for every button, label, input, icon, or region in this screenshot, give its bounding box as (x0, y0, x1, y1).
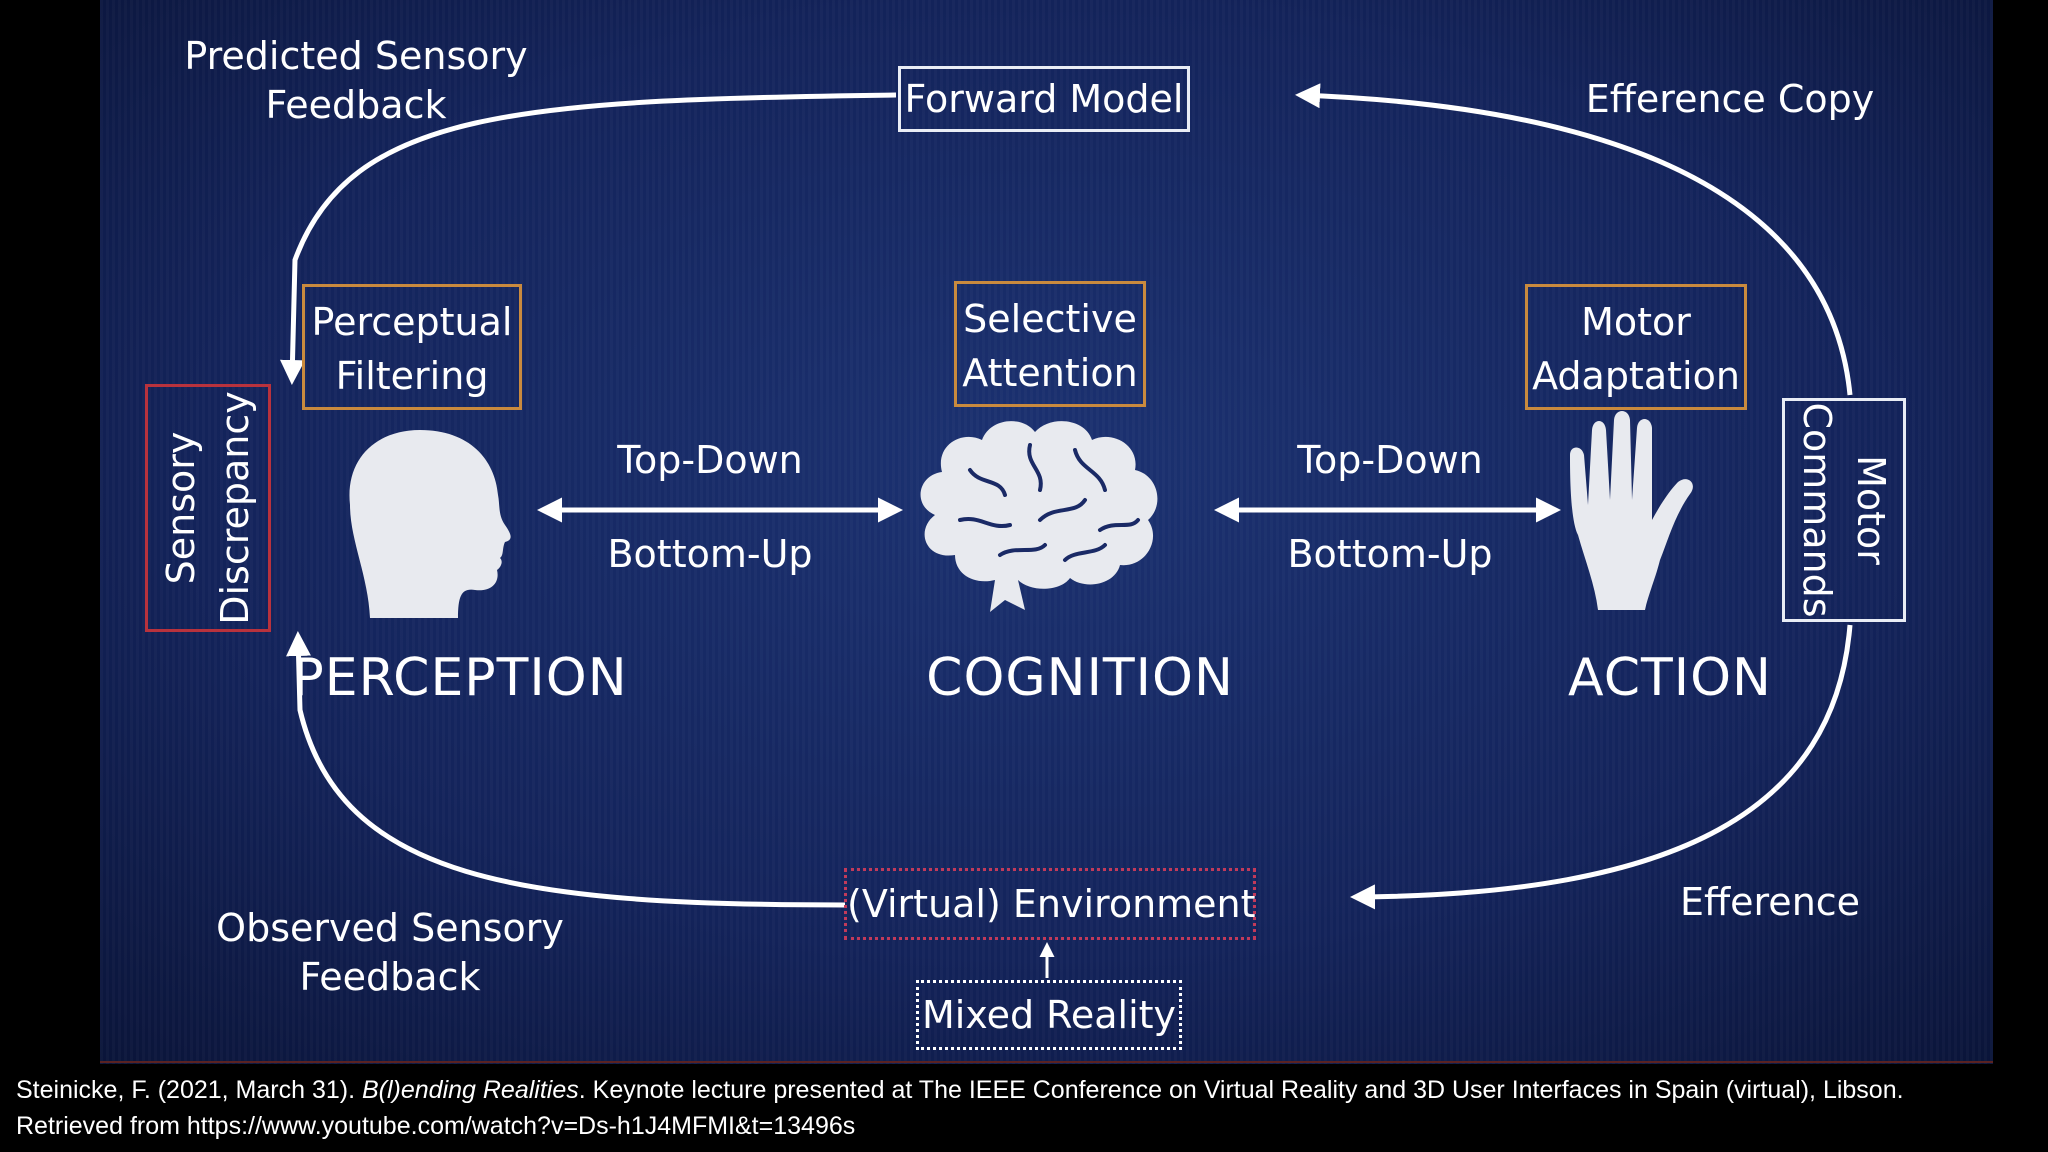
efference-copy-label: Efference Copy (1585, 77, 1875, 121)
observed-feedback-line-2: Feedback (299, 955, 481, 1000)
predicted-feedback-line-1: Predicted Sensory (184, 34, 528, 78)
perception-label: PERCEPTION (292, 648, 628, 708)
observed-feedback-arrow (286, 631, 846, 908)
action-label: ACTION (1568, 648, 1772, 708)
cognition-label: COGNITION (926, 648, 1234, 708)
brain-icon (920, 421, 1158, 612)
motor-commands-text: Motor Commands (1790, 402, 1898, 617)
citation-author-date: Steinicke, F. (2021, March 31). (16, 1076, 362, 1104)
right-top-down-label: Top-Down (1297, 438, 1483, 482)
citation-retrieved-link: Retrieved from https://www.youtube.com/w… (16, 1112, 856, 1140)
perceptual-filtering-line-2: Filtering (335, 354, 489, 398)
efference-arrow (1350, 624, 1853, 910)
slide-diagram: Predicted Sensory Feedback Forward Model… (100, 0, 1993, 1064)
virtual-environment-box: (Virtual) Environment (844, 868, 1256, 940)
citation: Steinicke, F. (2021, March 31). B(l)endi… (16, 1072, 2036, 1144)
citation-rest: . Keynote lecture presented at The IEEE … (578, 1076, 1904, 1104)
selective-attention-line-1: Selective (963, 297, 1137, 341)
head-silhouette-icon (349, 430, 511, 618)
left-top-down-label: Top-Down (617, 438, 803, 482)
efference-label: Efference (1679, 880, 1861, 924)
motor-commands-line-2: Commands (1795, 402, 1839, 618)
motor-adaptation-box: Motor Adaptation (1525, 284, 1747, 410)
diagram-graphics (100, 0, 1993, 1064)
predicted-feedback-arrow (280, 92, 897, 385)
virtual-environment-label: (Virtual) Environment (847, 882, 1256, 926)
sensory-discrepancy-line-1: Sensory (159, 431, 203, 585)
mixed-reality-label: Mixed Reality (921, 993, 1177, 1037)
sensory-discrepancy-box: Sensory Discrepancy (145, 384, 271, 632)
predicted-feedback-label: Predicted Sensory Feedback (176, 32, 536, 131)
sensory-discrepancy-line-2: Discrepancy (213, 391, 257, 625)
motor-commands-line-1: Motor (1849, 455, 1893, 565)
selective-attention-box: Selective Attention (954, 281, 1146, 407)
predicted-feedback-line-2: Feedback (265, 83, 447, 128)
motor-commands-box: Motor Commands (1782, 398, 1906, 622)
motor-adaptation-line-2: Adaptation (1532, 354, 1740, 398)
left-bottom-up-label: Bottom-Up (607, 532, 813, 576)
selective-attention-line-2: Attention (962, 351, 1138, 395)
observed-feedback-label: Observed Sensory Feedback (200, 904, 580, 1003)
citation-title: B(l)ending Realities (361, 1076, 579, 1104)
observed-feedback-line-1: Observed Sensory (216, 906, 564, 950)
hand-icon (1570, 411, 1693, 610)
perceptual-filtering-box: Perceptual Filtering (302, 284, 522, 410)
forward-model-box: Forward Model (898, 66, 1190, 132)
right-bottom-up-label: Bottom-Up (1287, 532, 1493, 576)
citation-line-1: Steinicke, F. (2021, March 31). B(l)endi… (16, 1072, 2036, 1108)
sensory-discrepancy-text: Sensory Discrepancy (154, 391, 262, 625)
perceptual-filtering-line-1: Perceptual (311, 300, 513, 344)
forward-model-label: Forward Model (904, 77, 1184, 121)
motor-adaptation-line-1: Motor (1581, 300, 1691, 344)
mixed-reality-box: Mixed Reality (916, 980, 1182, 1050)
efference-copy-arrow (1295, 83, 1853, 396)
